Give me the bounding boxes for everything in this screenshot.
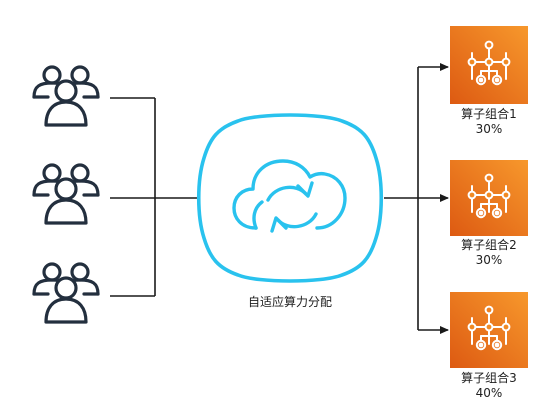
- cloud-sync-icon: [196, 113, 384, 283]
- output-percent: 30%: [475, 122, 503, 136]
- output-percent: 40%: [475, 386, 503, 400]
- output-label-2: 算子组合2 30%: [439, 238, 539, 268]
- center-label: 自适应算力分配: [247, 295, 332, 309]
- output-label-3: 算子组合3 40%: [439, 371, 539, 401]
- output-name: 算子组合3: [461, 371, 517, 385]
- input-connectors: [110, 97, 206, 297]
- users-icon: [32, 262, 100, 324]
- output-name: 算子组合1: [461, 107, 517, 121]
- output-label-1: 算子组合1 30%: [439, 107, 539, 137]
- step-functions-icon: [450, 292, 528, 368]
- users-icon: [32, 163, 100, 225]
- users-icon: [32, 65, 100, 127]
- output-percent: 30%: [475, 253, 503, 267]
- step-functions-icon: [450, 160, 528, 236]
- output-name: 算子组合2: [461, 238, 517, 252]
- step-functions-icon: [450, 26, 528, 104]
- output-connectors: [384, 63, 449, 334]
